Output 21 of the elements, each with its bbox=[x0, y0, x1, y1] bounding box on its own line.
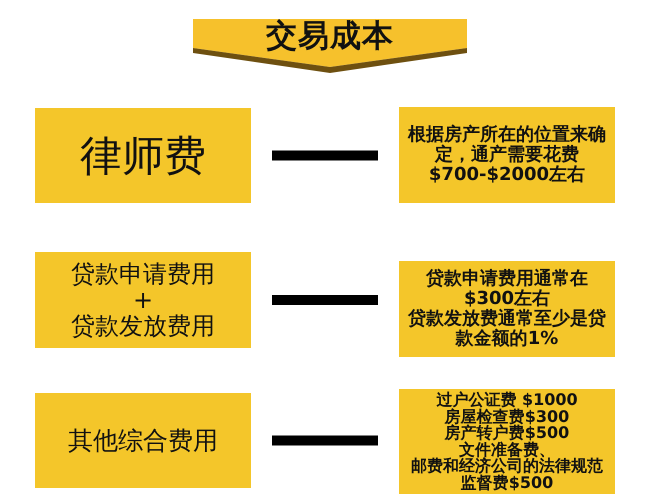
cost-category-box bbox=[35, 393, 251, 488]
detail-text: 房屋检查费$300 bbox=[444, 408, 570, 425]
detail-text: 贷款申请费用通常在$300左右 bbox=[426, 269, 588, 309]
connector-line bbox=[272, 150, 378, 160]
title: 交易成本 bbox=[266, 19, 394, 53]
connector-line bbox=[272, 295, 378, 305]
category-label: 贷款申请费用 + 贷款发放费用 bbox=[70, 261, 216, 339]
detail-text: 过户公证费 $1000 bbox=[436, 392, 578, 408]
detail-text: 根据房产所在的位置来确定，通产需要花费$700-$2000左右 bbox=[407, 125, 607, 185]
cost-category-box bbox=[35, 252, 251, 348]
cost-detail-box bbox=[399, 107, 615, 203]
detail-text: 房产转户费$500 bbox=[444, 425, 570, 442]
category-label: 其他综合费用 bbox=[68, 426, 218, 456]
category-label: 律师费 bbox=[80, 132, 206, 180]
cost-category-box bbox=[35, 108, 251, 203]
detail-text: 文件准备费、 bbox=[459, 442, 555, 458]
cost-detail-box bbox=[399, 261, 615, 357]
detail-text: 邮费和经济公司的法律规范监督费$500 bbox=[410, 458, 604, 491]
cost-detail-box bbox=[399, 389, 615, 494]
detail-text: 贷款发放费通常至少是贷款金额的1% bbox=[407, 309, 607, 349]
connector-line bbox=[272, 436, 378, 446]
